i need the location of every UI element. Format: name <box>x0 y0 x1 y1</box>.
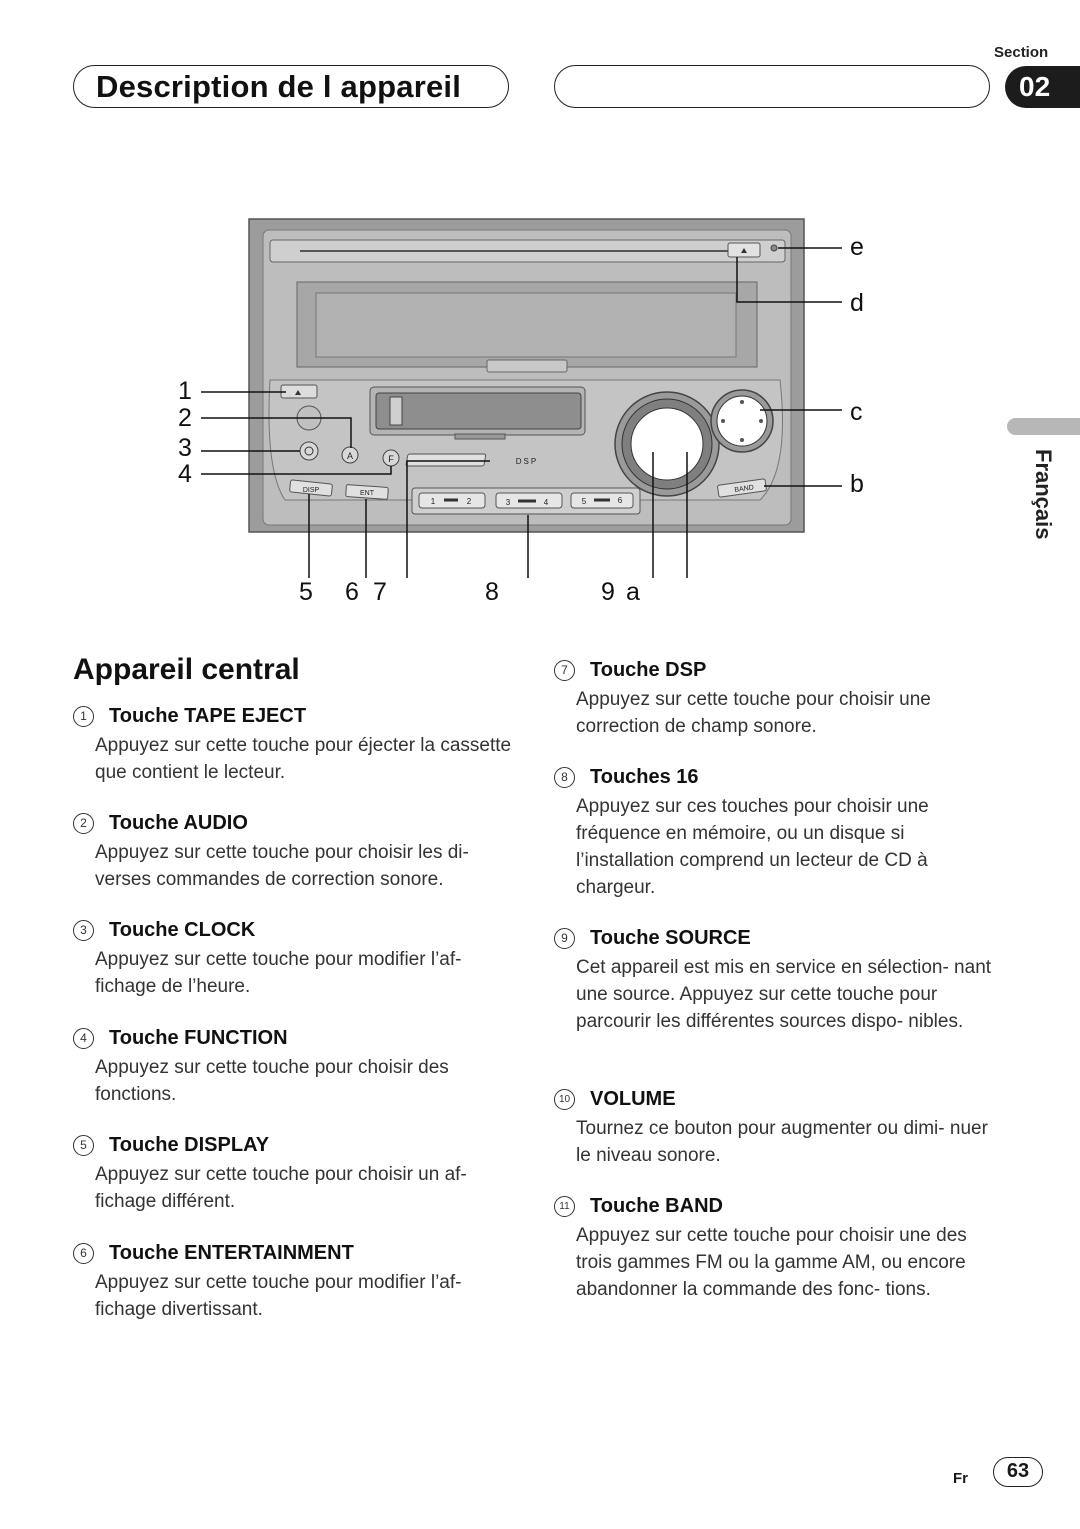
item-body: Appuyez sur cette touche pour modifier l… <box>95 949 462 997</box>
band-button <box>717 478 767 498</box>
item-heading: Touche TAPE EJECT <box>109 705 307 727</box>
clock-button <box>299 441 319 461</box>
callout-e: e <box>850 233 864 261</box>
callout-a: a <box>626 578 640 606</box>
head-unit-illustration: A F DSP DISP ENT 1 2 3 4 5 6 BAND <box>201 218 842 578</box>
section-label: Section <box>994 44 1049 61</box>
item-body: Appuyez sur cette touche pour choisir le… <box>95 842 469 890</box>
band-button-label: BAND <box>734 484 754 494</box>
preset-label-6: 6 <box>618 496 623 505</box>
item-number: 9 <box>554 928 575 949</box>
language-label: Français <box>1031 449 1056 540</box>
callout-3: 3 <box>178 434 192 462</box>
callout-1: 1 <box>178 377 192 405</box>
a-button <box>341 446 359 464</box>
item-heading: Touche FUNCTION <box>109 1027 288 1049</box>
item-number: 5 <box>73 1135 94 1156</box>
language-tab-marker <box>1007 418 1080 435</box>
item-heading: Touche DISPLAY <box>109 1134 270 1156</box>
item-number: 3 <box>73 920 94 941</box>
tape-eject-button <box>280 384 318 399</box>
ent-button-label: ENT <box>360 490 375 497</box>
item-heading: Touche DSP <box>590 659 707 681</box>
item-body: Appuyez sur cette touche pour choisir de… <box>95 1057 449 1105</box>
item-body: Appuyez sur cette touche pour modifier l… <box>95 1272 462 1320</box>
item-body: Tournez ce bouton pour augmenter ou dimi… <box>576 1118 988 1166</box>
item-number: 11 <box>554 1196 575 1217</box>
item-body: Appuyez sur cette touche pour choisir un… <box>95 1164 467 1212</box>
callout-6: 6 <box>345 578 359 606</box>
callout-4: 4 <box>178 460 192 488</box>
disp-button <box>289 479 333 497</box>
item-heading: Touche CLOCK <box>109 919 256 941</box>
item-number: 7 <box>554 660 575 681</box>
item-body: Appuyez sur ces touches pour choisir une… <box>576 796 929 898</box>
item-body: Appuyez sur cette touche pour choisir un… <box>576 1225 967 1300</box>
item-heading: Touche BAND <box>590 1195 723 1217</box>
dsp-button-label: DSP <box>516 457 538 466</box>
item-number: 2 <box>73 813 94 834</box>
item-number: 10 <box>554 1089 575 1110</box>
item-number: 8 <box>554 767 575 788</box>
callout-8: 8 <box>485 578 499 606</box>
ent-button <box>345 484 389 500</box>
callout-d: d <box>850 289 864 317</box>
item-body: Appuyez sur cette touche pour choisir un… <box>576 689 931 737</box>
header-empty-frame <box>554 65 990 108</box>
page-title: Description de l appareil <box>73 65 509 108</box>
item-heading: Touche SOURCE <box>590 927 751 949</box>
callout-b: b <box>850 470 864 498</box>
item-heading: Touches 16 <box>590 766 699 788</box>
preset-label-1: 1 <box>431 497 436 506</box>
preset-label-5: 5 <box>582 497 587 506</box>
item-body: Cet appareil est mis en service en sélec… <box>576 957 992 1032</box>
preset-label-3: 3 <box>506 498 511 507</box>
item-heading: Touche AUDIO <box>109 812 248 834</box>
volume-knob-face <box>630 407 704 481</box>
item-number: 6 <box>73 1243 94 1264</box>
item-number: 4 <box>73 1028 94 1049</box>
footer-language-code: Fr <box>953 1470 968 1487</box>
callout-2: 2 <box>178 404 192 432</box>
callout-c: c <box>850 398 863 426</box>
callout-5: 5 <box>299 578 313 606</box>
a-button-label: A <box>347 451 353 461</box>
dsp-button <box>405 453 487 467</box>
section-heading: Appareil central <box>73 653 300 686</box>
item-body: Appuyez sur cette touche pour éjecter la… <box>95 735 512 783</box>
callout-7: 7 <box>373 578 387 606</box>
item-heading: VOLUME <box>590 1088 676 1110</box>
disp-button-label: DISP <box>303 487 320 494</box>
f-button-label: F <box>388 454 394 464</box>
preset-label-4: 4 <box>544 498 549 507</box>
page-number: 63 <box>993 1457 1043 1487</box>
item-number: 1 <box>73 706 94 727</box>
callout-9: 9 <box>601 578 615 606</box>
multi-control-face <box>716 395 768 447</box>
section-number: 02 <box>1005 66 1080 108</box>
item-heading: Touche ENTERTAINMENT <box>109 1242 354 1264</box>
preset-label-2: 2 <box>467 497 472 506</box>
